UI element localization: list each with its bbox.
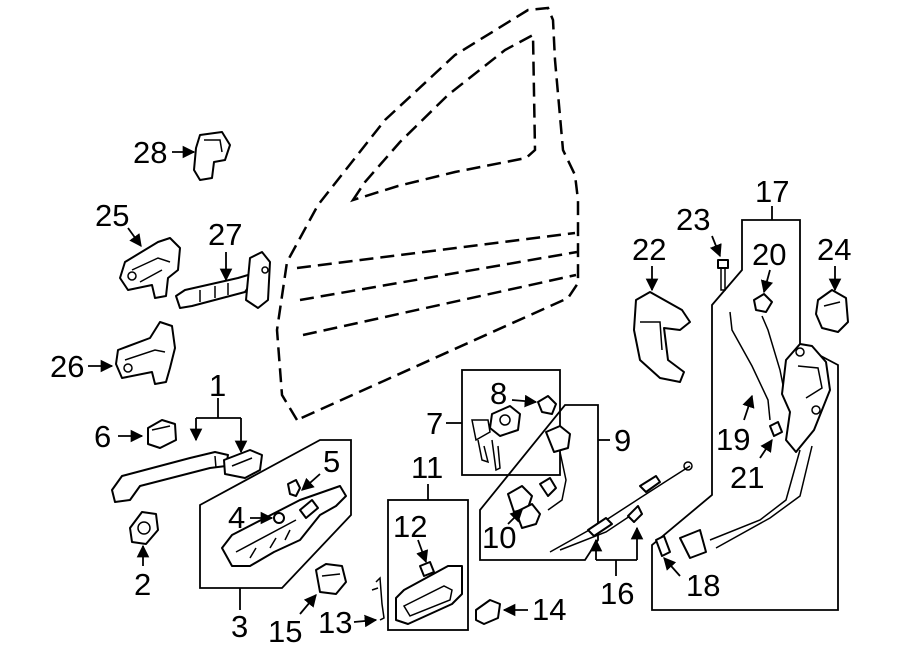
callout-15: 15 bbox=[268, 614, 302, 649]
part-17-door-latch bbox=[679, 343, 831, 559]
part-11-inside-handle bbox=[395, 565, 463, 625]
callout-17-box bbox=[651, 206, 839, 611]
part-4-clip bbox=[273, 512, 285, 524]
callout-25-leader bbox=[127, 227, 142, 248]
callout-19: 19 bbox=[716, 422, 750, 457]
callout-24: 24 bbox=[817, 232, 851, 267]
part-7-lock-cylinder bbox=[471, 405, 521, 472]
callout-19-leader bbox=[742, 394, 755, 421]
callout-2: 2 bbox=[134, 567, 151, 602]
callout-9: 9 bbox=[614, 423, 631, 458]
callout-21-leader bbox=[759, 438, 773, 459]
callout-10-leader bbox=[507, 509, 523, 525]
callout-21: 21 bbox=[730, 460, 764, 495]
callout-13-leader bbox=[353, 614, 378, 628]
callout-22: 22 bbox=[632, 232, 666, 267]
callout-18: 18 bbox=[686, 568, 720, 603]
part-3-handle-frame bbox=[221, 485, 347, 567]
callout-1: 1 bbox=[209, 368, 226, 403]
callout-15-leader bbox=[299, 594, 317, 615]
part-26-lower-hinge bbox=[115, 321, 176, 385]
callout-10: 10 bbox=[482, 520, 516, 555]
part-18-connector bbox=[655, 535, 671, 557]
part-2-key-cylinder-bezel bbox=[129, 511, 159, 545]
part-20-grommet bbox=[753, 293, 773, 313]
callout-5: 5 bbox=[323, 444, 340, 479]
part-6-handle-cap bbox=[147, 419, 177, 449]
callout-8-leader bbox=[511, 394, 538, 408]
callout-23-leader bbox=[709, 235, 722, 258]
callout-28: 28 bbox=[133, 135, 167, 170]
part-19-rod bbox=[729, 311, 787, 421]
callout-23: 23 bbox=[676, 202, 710, 237]
part-22-striker bbox=[633, 291, 691, 383]
callout-11-box bbox=[387, 484, 469, 631]
callout-13: 13 bbox=[318, 605, 352, 640]
part-27-door-checker bbox=[175, 251, 271, 309]
callout-26: 26 bbox=[50, 349, 84, 384]
part-23-bolt bbox=[717, 259, 729, 291]
part-24-bumper bbox=[815, 289, 849, 333]
callout-20: 20 bbox=[752, 237, 786, 272]
part-13-rod bbox=[371, 576, 385, 621]
callout-16: 16 bbox=[600, 576, 634, 611]
callout-18-leader bbox=[663, 557, 681, 577]
door-outline bbox=[275, 6, 580, 422]
callout-7-box bbox=[446, 369, 561, 476]
callout-14: 14 bbox=[532, 592, 566, 627]
callout-20-leader bbox=[760, 269, 774, 294]
callout-7: 7 bbox=[426, 406, 443, 441]
callout-numbers: 28 25 27 26 1 6 5 4 2 3 15 13 11 12 14 7… bbox=[50, 135, 851, 649]
callout-17: 17 bbox=[755, 174, 789, 209]
callout-12: 12 bbox=[393, 509, 427, 544]
part-8-clip bbox=[537, 395, 557, 415]
callout-11: 11 bbox=[411, 450, 443, 485]
callout-3: 3 bbox=[231, 609, 248, 644]
callout-16-bracket bbox=[589, 526, 644, 576]
callout-1-bracket bbox=[189, 398, 248, 454]
callout-25: 25 bbox=[95, 198, 129, 233]
callout-5-leader bbox=[301, 473, 321, 491]
part-1-outside-handle bbox=[111, 449, 263, 503]
callout-8: 8 bbox=[490, 376, 507, 411]
part-9-switch bbox=[507, 425, 571, 529]
part-14-cover bbox=[475, 599, 501, 625]
part-21-clip bbox=[769, 421, 783, 437]
part-15-actuator bbox=[315, 563, 347, 595]
callout-4: 4 bbox=[228, 500, 245, 535]
part-12-clip bbox=[419, 561, 435, 577]
callout-27: 27 bbox=[208, 217, 242, 252]
part-25-upper-hinge bbox=[119, 237, 181, 299]
callout-3-box bbox=[199, 439, 352, 610]
callout-12-leader bbox=[416, 539, 429, 564]
callout-6: 6 bbox=[94, 419, 111, 454]
part-5-screw bbox=[287, 479, 301, 497]
part-16-cables bbox=[549, 461, 693, 553]
part-28-hinge-cover bbox=[193, 131, 231, 181]
